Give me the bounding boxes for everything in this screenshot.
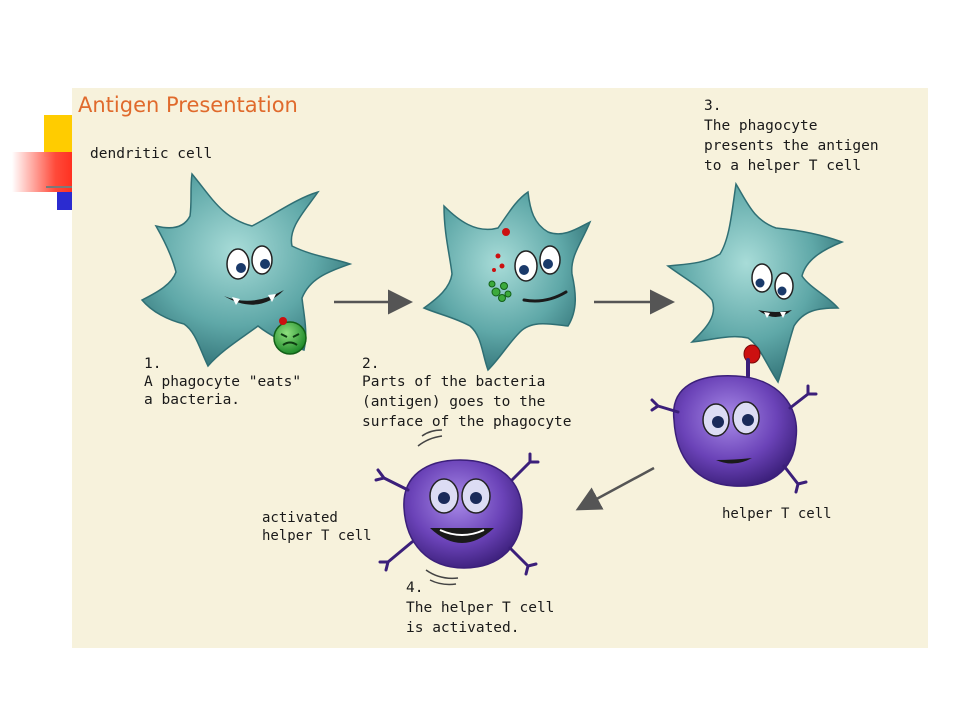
activated-helper-t-cell [374, 429, 540, 586]
helper-t-cell-label: helper T cell [722, 506, 832, 522]
diagram-panel: Antigen Presentation dendritic cell [72, 88, 928, 648]
step-1-number: 1. [144, 356, 161, 372]
dendritic-cell-label: dendritic cell [90, 146, 212, 162]
slide-accent-blue [57, 192, 74, 210]
activated-label-line-1: activated [262, 510, 338, 526]
slide-accent-line [46, 186, 74, 188]
step-2-line-3: surface of the phagocyte [362, 414, 572, 430]
helper-t-cell [650, 358, 818, 494]
step-3-caption: 3. The phagocyte presents the antigen to… [704, 98, 879, 174]
step-4-line-2: is activated. [406, 620, 520, 636]
step-3-line-1: The phagocyte [704, 118, 818, 134]
step-3-line-2: presents the antigen [704, 138, 879, 154]
activated-helper-t-cell-label: activated helper T cell [262, 510, 372, 544]
step-4-caption: 4. The helper T cell is activated. [406, 580, 554, 636]
step-3-line-3: to a helper T cell [704, 158, 861, 174]
dendritic-cell-step-1 [140, 172, 353, 368]
slide-accent-yellow [44, 115, 74, 157]
step-2-number: 2. [362, 356, 379, 372]
dendritic-cell-step-2 [422, 190, 592, 372]
diagram-title: Antigen Presentation [78, 93, 298, 117]
step-4-number: 4. [406, 580, 423, 596]
step-2-line-1: Parts of the bacteria [362, 374, 545, 390]
dendritic-cell-step-3 [666, 181, 845, 384]
slide-accent-red [12, 152, 74, 192]
step-2-line-2: (antigen) goes to the [362, 394, 545, 410]
step-1-caption: 1. A phagocyte "eats" a bacteria. [144, 356, 301, 408]
antigen-presentation-diagram: Antigen Presentation dendritic cell [78, 93, 879, 636]
arrow-step-3-to-4 [575, 466, 655, 511]
activated-label-line-2: helper T cell [262, 528, 372, 544]
step-1-line-2: a bacteria. [144, 392, 240, 408]
step-4-line-1: The helper T cell [406, 600, 554, 616]
step-3-number: 3. [704, 98, 721, 114]
step-2-caption: 2. Parts of the bacteria (antigen) goes … [362, 356, 572, 430]
step-1-line-1: A phagocyte "eats" [144, 374, 301, 390]
